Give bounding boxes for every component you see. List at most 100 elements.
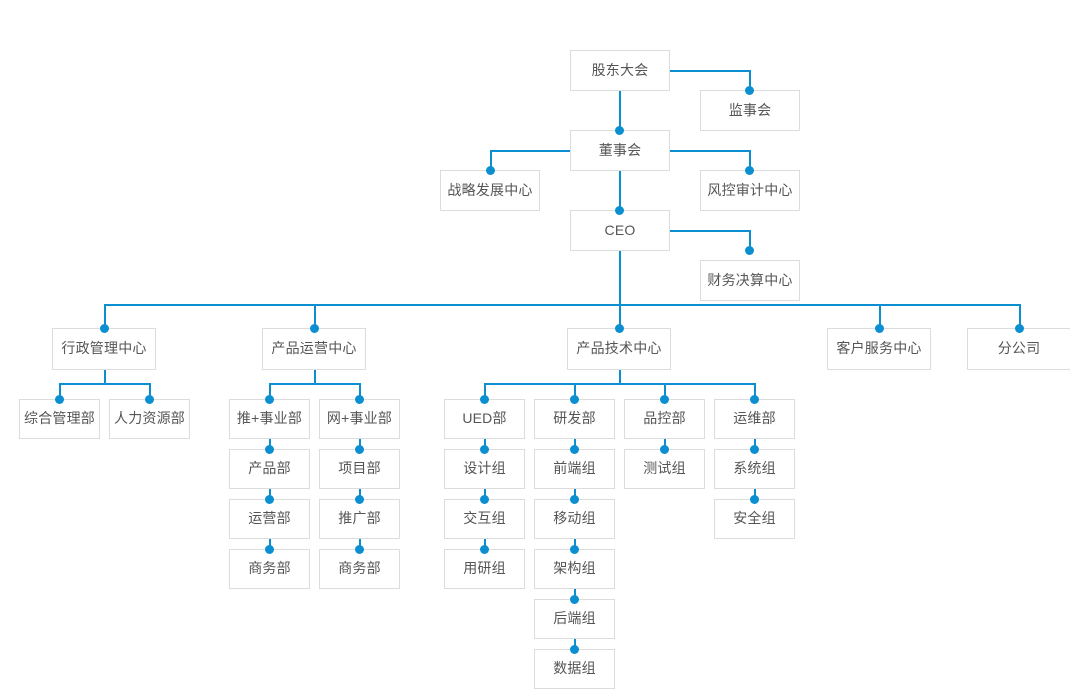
dot-promotion-dept (355, 495, 364, 504)
connector-shareholders-to-board (619, 91, 621, 130)
node-business-dept-left[interactable]: 商务部 (229, 549, 310, 589)
node-wang-plus-business-unit[interactable]: 网+事业部 (319, 399, 400, 439)
node-architecture-group[interactable]: 架构组 (534, 549, 615, 589)
connector-shareholders-to-supervisory-horizontal (670, 70, 750, 72)
node-strategy-development-center[interactable]: 战略发展中心 (440, 170, 540, 211)
node-human-resources-dept[interactable]: 人力资源部 (109, 399, 190, 439)
dot-data-group (570, 645, 579, 654)
connector-bus-drop-product-technology (619, 304, 621, 328)
dot-supervisory-board (745, 86, 754, 95)
node-product-technology-center[interactable]: 产品技术中心 (567, 328, 671, 370)
node-finance-settlement-center[interactable]: 财务决算中心 (700, 260, 800, 301)
dot-test-group (660, 445, 669, 454)
dot-board-of-directors (615, 126, 624, 135)
dot-qc-dept (660, 395, 669, 404)
connector-main-bus (104, 304, 1020, 306)
node-qc-dept[interactable]: 品控部 (624, 399, 705, 439)
node-general-management-dept[interactable]: 综合管理部 (19, 399, 100, 439)
connector-bus-drop-product-operation (314, 304, 316, 328)
node-ops-dept[interactable]: 运维部 (714, 399, 795, 439)
connector-bus-drop-branch (1019, 304, 1021, 328)
node-promotion-dept[interactable]: 推广部 (319, 499, 400, 539)
connector-board-to-risk-horizontal (670, 150, 750, 152)
dot-risk-audit-center (745, 166, 754, 175)
dot-user-research-group (480, 545, 489, 554)
connector-product-operation-bar (269, 383, 359, 385)
dot-business-dept-right (355, 545, 364, 554)
connector-product-operation-drop-wang (359, 383, 361, 399)
node-business-dept-right[interactable]: 商务部 (319, 549, 400, 589)
node-operation-dept[interactable]: 运营部 (229, 499, 310, 539)
node-test-group[interactable]: 测试组 (624, 449, 705, 489)
node-board-of-directors[interactable]: 董事会 (570, 130, 670, 171)
node-customer-service-center[interactable]: 客户服务中心 (827, 328, 931, 370)
node-frontend-group[interactable]: 前端组 (534, 449, 615, 489)
connector-admin-stem (104, 370, 106, 384)
node-security-group[interactable]: 安全组 (714, 499, 795, 539)
node-project-dept[interactable]: 项目部 (319, 449, 400, 489)
dot-rd-dept (570, 395, 579, 404)
connector-bus-drop-customer-service (879, 304, 881, 328)
dot-backend-group (570, 595, 579, 604)
dot-customer-service-center (875, 324, 884, 333)
node-backend-group[interactable]: 后端组 (534, 599, 615, 639)
dot-general-management-dept (55, 395, 64, 404)
dot-system-group (750, 445, 759, 454)
dot-ued-dept (480, 395, 489, 404)
connector-product-technology-drop-ued (484, 383, 486, 399)
connector-ceo-to-main-bus (619, 251, 621, 305)
connector-product-technology-drop-qc (664, 383, 666, 399)
connector-ceo-to-finance-horizontal (670, 230, 750, 232)
node-branch-company[interactable]: 分公司 (967, 328, 1070, 370)
connector-board-to-risk-vertical (749, 150, 751, 171)
node-design-group[interactable]: 设计组 (444, 449, 525, 489)
node-shareholders-meeting[interactable]: 股东大会 (570, 50, 670, 91)
connector-ceo-to-finance-vertical (749, 230, 751, 251)
connector-bus-drop-admin (104, 304, 106, 328)
node-tui-plus-business-unit[interactable]: 推+事业部 (229, 399, 310, 439)
dot-mobile-group (570, 495, 579, 504)
connector-admin-bar (59, 383, 149, 385)
dot-branch-company (1015, 324, 1024, 333)
node-user-research-group[interactable]: 用研组 (444, 549, 525, 589)
node-mobile-group[interactable]: 移动组 (534, 499, 615, 539)
connector-product-technology-stem (619, 370, 621, 384)
dot-product-technology-center (615, 324, 624, 333)
node-system-group[interactable]: 系统组 (714, 449, 795, 489)
dot-security-group (750, 495, 759, 504)
dot-project-dept (355, 445, 364, 454)
dot-design-group (480, 445, 489, 454)
connector-board-to-ceo (619, 171, 621, 210)
dot-product-dept (265, 445, 274, 454)
connector-product-technology-drop-ops (754, 383, 756, 399)
node-risk-audit-center[interactable]: 风控审计中心 (700, 170, 800, 211)
connector-product-operation-drop-tui (269, 383, 271, 399)
dot-wang-plus-business-unit (355, 395, 364, 404)
dot-strategy-development-center (486, 166, 495, 175)
connector-product-technology-bar (484, 383, 754, 385)
connector-board-to-strategy-vertical (490, 150, 492, 171)
dot-business-dept-left (265, 545, 274, 554)
node-data-group[interactable]: 数据组 (534, 649, 615, 689)
dot-architecture-group (570, 545, 579, 554)
connector-admin-drop-general (59, 383, 61, 399)
node-ued-dept[interactable]: UED部 (444, 399, 525, 439)
dot-human-resources-dept (145, 395, 154, 404)
node-rd-dept[interactable]: 研发部 (534, 399, 615, 439)
node-supervisory-board[interactable]: 监事会 (700, 90, 800, 131)
connector-board-to-strategy-horizontal (490, 150, 570, 152)
node-interaction-group[interactable]: 交互组 (444, 499, 525, 539)
connector-shareholders-to-supervisory-vertical (749, 70, 751, 90)
dot-finance-settlement-center (745, 246, 754, 255)
dot-product-operation-center (310, 324, 319, 333)
dot-frontend-group (570, 445, 579, 454)
node-product-operation-center[interactable]: 产品运营中心 (262, 328, 366, 370)
dot-operation-dept (265, 495, 274, 504)
node-ceo[interactable]: CEO (570, 210, 670, 251)
connector-product-operation-stem (314, 370, 316, 384)
dot-tui-plus-business-unit (265, 395, 274, 404)
connector-product-technology-drop-rd (574, 383, 576, 399)
node-product-dept[interactable]: 产品部 (229, 449, 310, 489)
node-admin-management-center[interactable]: 行政管理中心 (52, 328, 156, 370)
dot-admin-management-center (100, 324, 109, 333)
